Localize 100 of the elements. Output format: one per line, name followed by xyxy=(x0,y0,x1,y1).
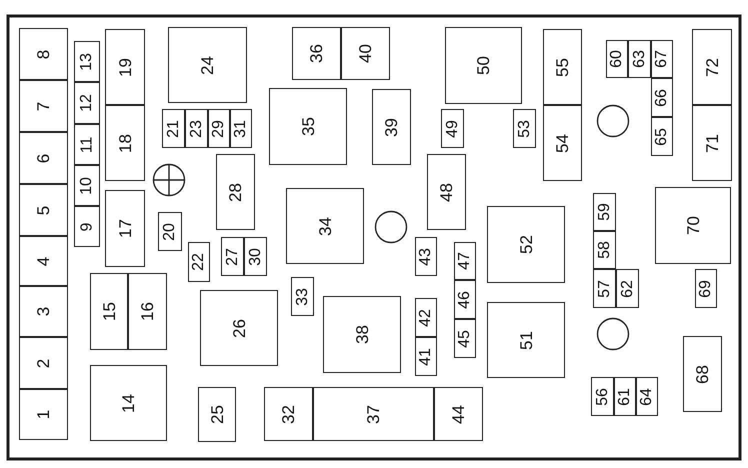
fuse-slot xyxy=(291,277,314,316)
fuse-slot xyxy=(269,88,347,165)
fuse-slot xyxy=(651,117,673,156)
slot-number: 72 xyxy=(704,58,720,76)
slot-number: 35 xyxy=(300,117,316,136)
fuse-slot xyxy=(74,41,100,82)
fuse-slot xyxy=(19,184,68,236)
fuse-slot xyxy=(19,28,68,80)
fuse-slot xyxy=(323,296,401,373)
fuse-slot xyxy=(230,109,252,148)
slot-number: 53 xyxy=(516,120,532,138)
slot-number: 15 xyxy=(100,302,118,321)
fuse-slot xyxy=(128,273,167,350)
fuse-slot xyxy=(74,165,100,206)
fuse-slot xyxy=(616,269,639,308)
slot-number: 43 xyxy=(418,248,434,266)
fuse-slot xyxy=(105,29,145,105)
slot-number: 41 xyxy=(418,348,434,366)
fuse-slot xyxy=(264,387,313,441)
slot-number: 11 xyxy=(79,136,95,153)
slot-number: 32 xyxy=(280,404,297,424)
slot-number: 36 xyxy=(308,44,325,63)
fuse-slot xyxy=(454,242,476,280)
slot-number: 55 xyxy=(554,58,571,76)
fuse-slot xyxy=(593,269,616,308)
fuse-slot xyxy=(105,190,145,267)
slot-number: 30 xyxy=(248,248,264,266)
slot-number: 58 xyxy=(596,241,612,259)
slot-number: 38 xyxy=(354,325,370,344)
fuse-slot xyxy=(415,298,437,337)
fuse-slot xyxy=(188,242,210,282)
fuse-slot xyxy=(221,237,244,276)
slot-number: 4 xyxy=(35,256,52,266)
fuse-slot xyxy=(415,237,437,276)
slot-number: 52 xyxy=(518,235,534,254)
slot-number: 21 xyxy=(166,120,182,138)
fuse-slot xyxy=(105,105,145,181)
fuse-slot xyxy=(543,105,582,181)
fuse-slot xyxy=(208,109,230,148)
fuse-slot xyxy=(695,269,717,308)
slot-number: 37 xyxy=(365,404,382,424)
fuse-slot xyxy=(292,27,341,80)
fuse-slot xyxy=(19,236,68,286)
slot-number: 33 xyxy=(294,288,310,306)
fuse-slot xyxy=(313,387,434,441)
fuse-slot xyxy=(74,124,100,165)
slot-number: 59 xyxy=(596,203,612,221)
slot-number: 10 xyxy=(79,176,95,194)
slot-number: 31 xyxy=(233,120,249,138)
slot-number: 51 xyxy=(518,330,534,350)
fuse-slot xyxy=(90,365,167,441)
fuse-slot xyxy=(185,109,208,148)
fuse-slot xyxy=(593,231,616,269)
slot-number: 54 xyxy=(554,134,571,152)
slot-number: 8 xyxy=(35,49,52,59)
slot-number: 70 xyxy=(684,216,702,235)
fuse-slot xyxy=(158,212,182,251)
fuse-slot xyxy=(19,80,68,132)
slot-number: 25 xyxy=(208,405,226,424)
slot-number: 12 xyxy=(79,94,95,112)
slot-number: 7 xyxy=(35,101,52,111)
slot-number: 26 xyxy=(230,318,248,338)
fuse-slot xyxy=(441,109,464,148)
slot-number: 39 xyxy=(383,118,400,136)
fuse-slot xyxy=(19,132,68,184)
slot-number: 24 xyxy=(199,56,216,74)
fuse-slot xyxy=(90,273,128,350)
slot-number: 61 xyxy=(617,388,633,406)
fuse-slot xyxy=(286,188,364,264)
fuse-slot xyxy=(200,290,278,366)
slot-number: 18 xyxy=(116,134,134,152)
slot-number: 57 xyxy=(596,280,612,298)
fuse-slot xyxy=(651,40,673,78)
fuse-slot xyxy=(591,377,614,416)
fuse-slot xyxy=(74,206,100,247)
fuse-slot xyxy=(606,40,628,78)
slot-number: 20 xyxy=(162,222,178,240)
slot-number: 42 xyxy=(418,308,434,326)
slot-number: 47 xyxy=(457,252,473,270)
slot-number: 17 xyxy=(116,219,134,238)
slot-number: 50 xyxy=(475,56,492,75)
slot-number: 40 xyxy=(357,44,374,63)
slot-number: 65 xyxy=(654,128,670,146)
slot-number: 28 xyxy=(227,182,244,202)
fuse-slot xyxy=(445,27,522,104)
slot-number: 62 xyxy=(620,280,636,298)
slot-number: 66 xyxy=(654,88,670,106)
slot-number: 23 xyxy=(188,120,204,138)
fuse-slot xyxy=(513,109,536,148)
slot-number: 49 xyxy=(444,120,460,138)
slot-number: 68 xyxy=(694,364,711,384)
fuse-slot xyxy=(372,89,411,165)
slot-number: 2 xyxy=(35,358,52,368)
fuse-slot xyxy=(692,29,732,105)
fuse-slot xyxy=(19,286,68,337)
fuse-slot xyxy=(341,27,390,80)
fuse-slot xyxy=(683,336,722,412)
slot-number: 3 xyxy=(35,306,52,316)
fuse-slot xyxy=(628,40,651,78)
fuse-slot xyxy=(614,377,636,416)
